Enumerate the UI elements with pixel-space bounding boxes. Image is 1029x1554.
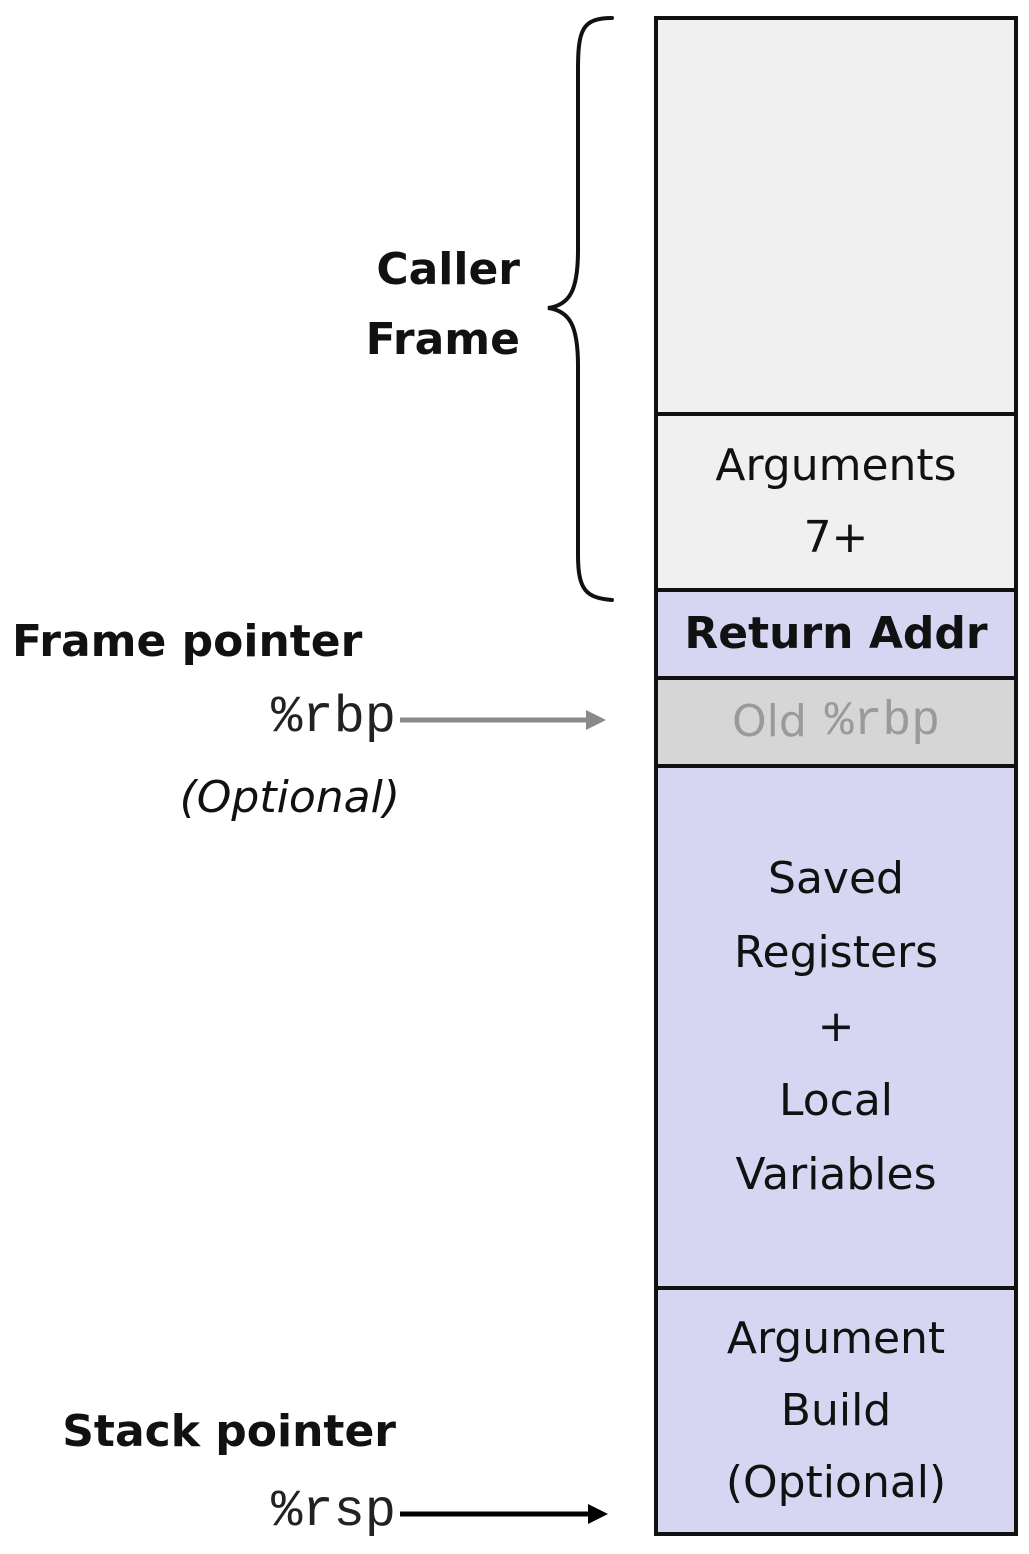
argbuild-line1: Argument	[726, 1312, 946, 1364]
return-addr-text: Return Addr	[684, 607, 988, 659]
caller-frame-label: Caller Frame	[300, 248, 520, 362]
arguments-line1: Arguments	[715, 439, 957, 491]
old-rbp-register: %rbp	[824, 694, 940, 749]
stack-arguments-7plus: Arguments 7+	[654, 412, 1018, 592]
caller-frame-label-line1: Caller	[376, 244, 520, 295]
stack-old-rbp: Old %rbp	[654, 676, 1018, 768]
saved-line4: Local	[778, 1075, 894, 1127]
stack-saved-registers-locals: Saved Registers + Local Variables	[654, 764, 1018, 1290]
caller-frame-brace	[547, 16, 614, 602]
saved-line2: Registers	[733, 926, 939, 978]
arguments-line2: 7+	[803, 512, 869, 563]
frame-pointer-title: Frame pointer	[12, 616, 363, 667]
stack-pointer-register: %rsp	[271, 1482, 396, 1541]
saved-line1: Saved	[768, 852, 904, 904]
caller-frame-label-line2: Frame	[365, 314, 520, 365]
argbuild-line2: Build	[780, 1384, 892, 1436]
saved-line5: Variables	[735, 1149, 937, 1201]
frame-pointer-arrowhead	[586, 710, 606, 730]
frame-pointer-optional-note: (Optional)	[179, 772, 400, 823]
stack-pointer-title: Stack pointer	[62, 1406, 396, 1457]
saved-line3: +	[817, 1000, 855, 1052]
stack-argument-build: Argument Build (Optional)	[654, 1286, 1018, 1536]
stack-caller-area	[654, 16, 1018, 416]
argbuild-line3: (Optional)	[725, 1457, 947, 1509]
stack-pointer-arrowhead	[588, 1504, 608, 1524]
frame-pointer-register: %rbp	[271, 688, 396, 747]
stack-return-addr: Return Addr	[654, 588, 1018, 680]
old-rbp-text: Old	[731, 695, 807, 747]
